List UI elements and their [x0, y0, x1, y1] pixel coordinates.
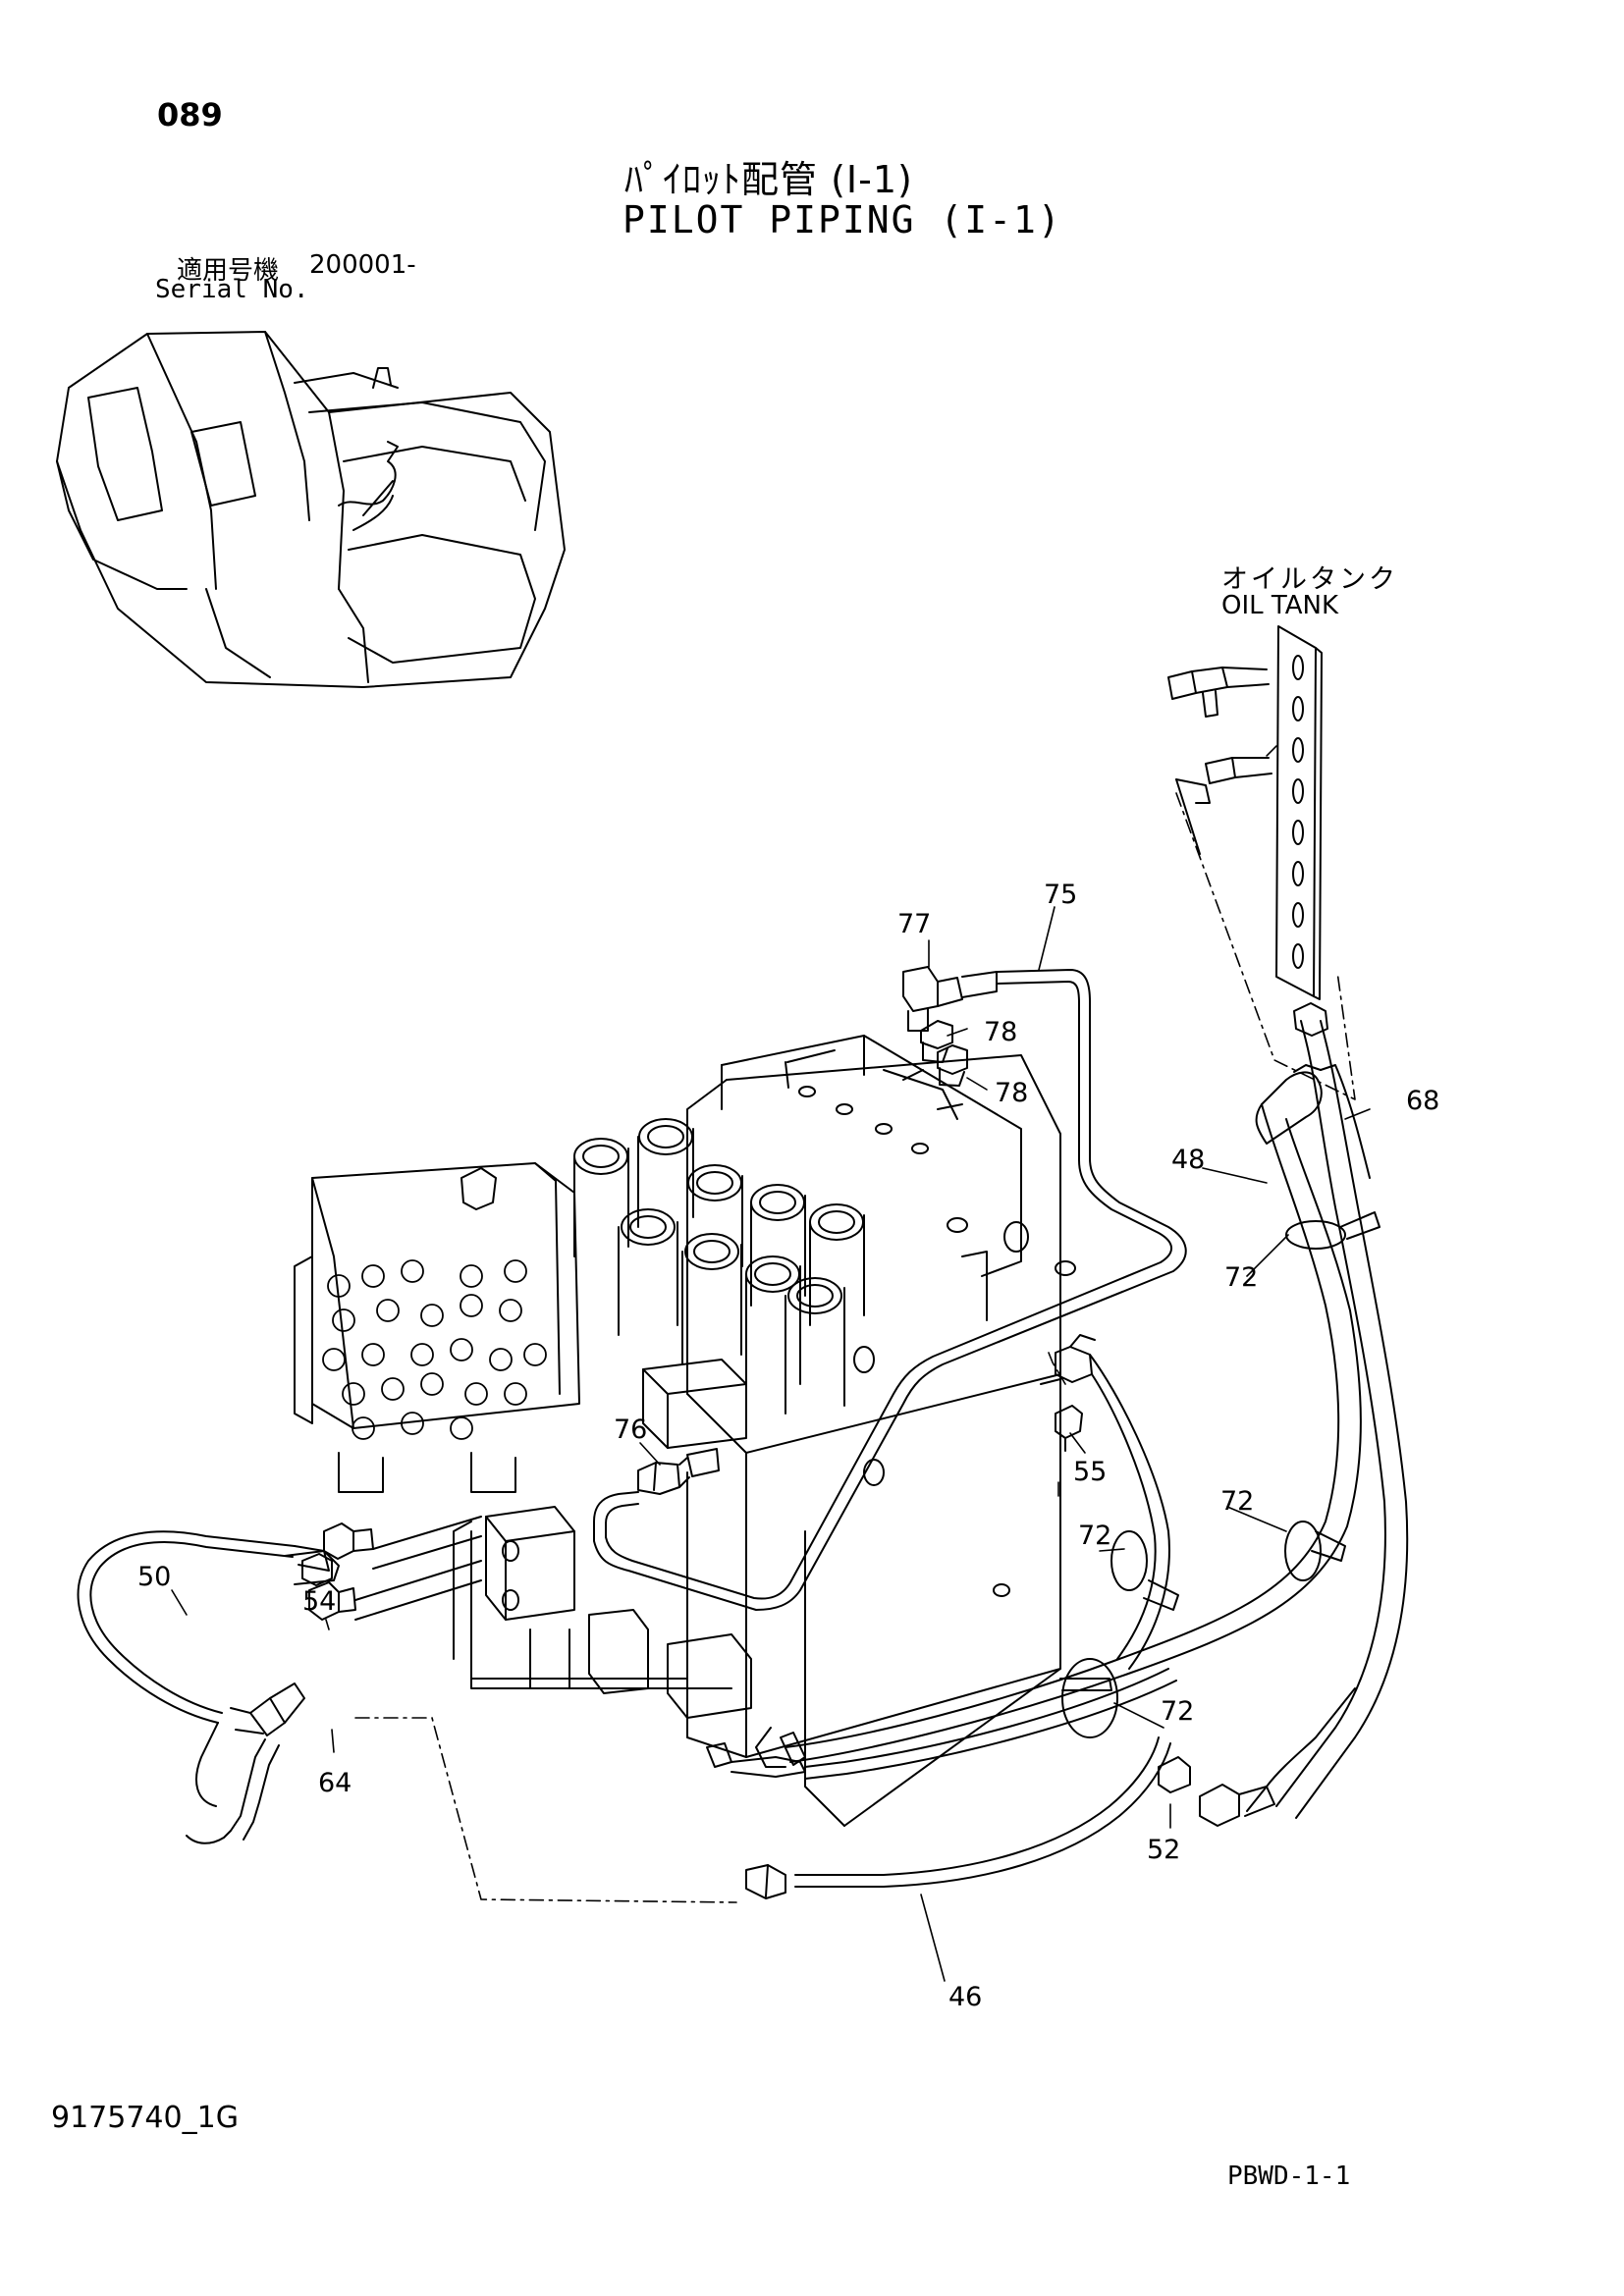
hose-50 — [77, 1522, 374, 1844]
hose-48-68 — [755, 1002, 1409, 1827]
callout-72b: 72 — [1220, 1486, 1254, 1517]
oil-tank-label-en: OIL TANK — [1221, 591, 1339, 620]
excavator-thumbnail — [56, 331, 566, 688]
callout-78a: 78 — [984, 1017, 1017, 1047]
callout-52: 52 — [1147, 1835, 1180, 1865]
callout-72c: 72 — [1078, 1521, 1111, 1551]
hose-55 — [1055, 1334, 1170, 1670]
control-valve — [294, 1035, 1076, 1827]
sheet-id: PBWD-1-1 — [1227, 2162, 1351, 2191]
page-title-en: PILOT PIPING (I-1) — [623, 198, 1062, 241]
callout-55: 55 — [1073, 1457, 1107, 1487]
clamp-bands — [1059, 1211, 1380, 1738]
page-number: 089 — [157, 96, 223, 133]
callout-46: 46 — [948, 1982, 982, 2012]
callout-48: 48 — [1171, 1145, 1205, 1175]
page-title-jp: ﾊﾟｲﾛｯﾄ配管 (I-1) — [624, 158, 913, 201]
pilot-lines-left — [354, 1516, 732, 1689]
callout-76: 76 — [614, 1415, 647, 1445]
callout-77: 77 — [897, 909, 931, 939]
serial-label-en: Serial No. — [155, 275, 309, 304]
callout-64: 64 — [318, 1768, 352, 1798]
serial-value: 200001- — [309, 250, 416, 280]
oil-tank-label-jp: オイルタンク — [1221, 564, 1398, 595]
callout-68: 68 — [1406, 1086, 1439, 1116]
callout-numbers: 75 77 78 78 68 48 72 76 55 72 72 50 54 6… — [137, 880, 1439, 2012]
pilot-pipe-75 — [593, 966, 1187, 1611]
callout-54: 54 — [302, 1586, 336, 1617]
document-id: 9175740_1G — [51, 2101, 239, 2135]
callout-72a: 72 — [1224, 1262, 1258, 1293]
oil-tank-plate — [1167, 625, 1323, 1000]
serial-label-jp: 適用号機 — [177, 256, 280, 286]
leader-lines — [171, 745, 1371, 1982]
hose-46 — [706, 1668, 1177, 1899]
callout-50: 50 — [137, 1562, 171, 1592]
callout-75: 75 — [1044, 880, 1077, 910]
callout-78b: 78 — [995, 1078, 1028, 1108]
callout-72d: 72 — [1161, 1696, 1194, 1727]
